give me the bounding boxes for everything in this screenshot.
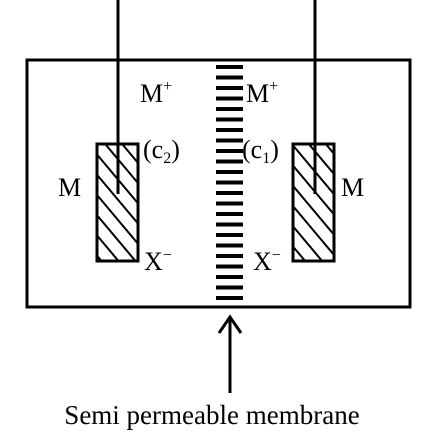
cell-vessel xyxy=(25,58,412,309)
left-concentration-label: (c2) xyxy=(143,135,180,167)
membrane-caption: Semi permeable membrane xyxy=(64,400,359,430)
right-cation-label: M+ xyxy=(246,78,278,108)
semipermeable-membrane xyxy=(216,65,243,300)
right-anion-label: X− xyxy=(253,247,281,276)
left-cation-label: M+ xyxy=(140,78,172,108)
right-concentration-label: (c1) xyxy=(242,135,279,167)
right-electrode xyxy=(291,0,336,263)
left-electrode xyxy=(95,0,140,263)
left-anion-label: X− xyxy=(144,247,172,276)
membrane-pointer-arrow xyxy=(217,314,243,393)
right-electrode-label: M xyxy=(341,173,364,202)
left-electrode-label: M xyxy=(58,173,81,202)
